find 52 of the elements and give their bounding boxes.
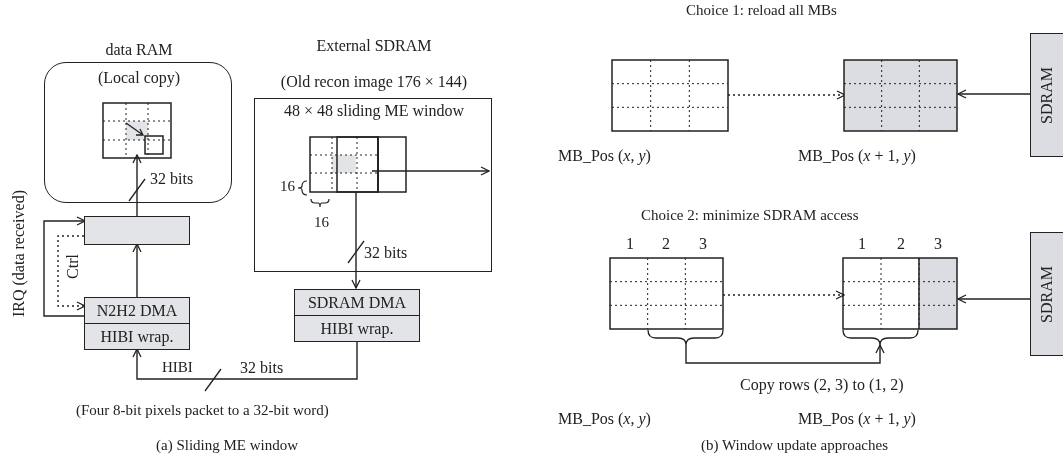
edge-label: 32 bits [150,170,194,188]
window-label: 48 × 48 sliding ME window [283,102,465,120]
panel-subtitle: (Old recon image 176 × 144) [280,73,468,91]
edge-label: Ctrl [64,254,82,279]
edge-label: 32 bits [364,244,408,262]
edge-label: 32 bits [240,359,284,377]
arrow [132,154,142,217]
column-number: 1 [626,235,634,253]
dma-label: SDRAM DMA [306,292,408,313]
wrapper-label: HIBI wrap. [295,315,419,341]
dma-label: N2H2 DMA [95,300,179,321]
panel-heading: data RAM [105,41,173,59]
arrow [43,216,86,317]
position-label: MB_Pos (x + 1, y) [798,147,916,165]
arrow [957,294,1031,304]
arrow [685,344,885,364]
text-label: HIBI [162,359,193,376]
arrow [132,341,358,380]
text-label: (a) Sliding ME window [156,437,299,454]
processor-box [84,216,190,245]
dashed-arrow [57,235,86,311]
arrow [132,243,142,298]
text-label: Choice 1: reload all MBs [686,2,837,19]
column-number: 2 [662,235,670,253]
dashed-arrow [727,90,846,100]
arrow [351,191,361,289]
arrow [957,89,1031,99]
memory-label: SDRAM [1038,265,1056,323]
text-label: (b) Window update approaches [701,437,888,454]
position-label: MB_Pos (x + 1, y) [798,410,916,428]
column-number: 3 [699,235,707,253]
panel-heading: External SDRAM [316,37,432,55]
text-label: Choice 2: minimize SDRAM access [641,207,859,224]
edge-label: Copy rows (2, 3) to (1, 2) [740,376,904,394]
dma-block [84,297,190,350]
position-label: MB_Pos (x, y) [558,147,651,165]
dashed-arrow [722,290,845,300]
panel-subtitle: (Local copy) [97,69,181,87]
column-number: 3 [934,235,942,253]
column-number: 1 [858,235,866,253]
arrow [371,166,490,176]
memory-label: SDRAM [1038,66,1056,124]
column-number: 2 [897,235,905,253]
dma-block [294,289,420,342]
position-label: MB_Pos (x, y) [558,410,651,428]
memory-block [1030,33,1063,157]
edge-label: IRQ (data received) [10,190,28,318]
text-label: (Four 8-bit pixels packet to a 32-bit word) [76,402,329,419]
text-label: 16 [314,214,329,231]
memory-block [1030,232,1063,356]
text-label: 16 [280,178,295,195]
wrapper-label: HIBI wrap. [85,323,189,349]
